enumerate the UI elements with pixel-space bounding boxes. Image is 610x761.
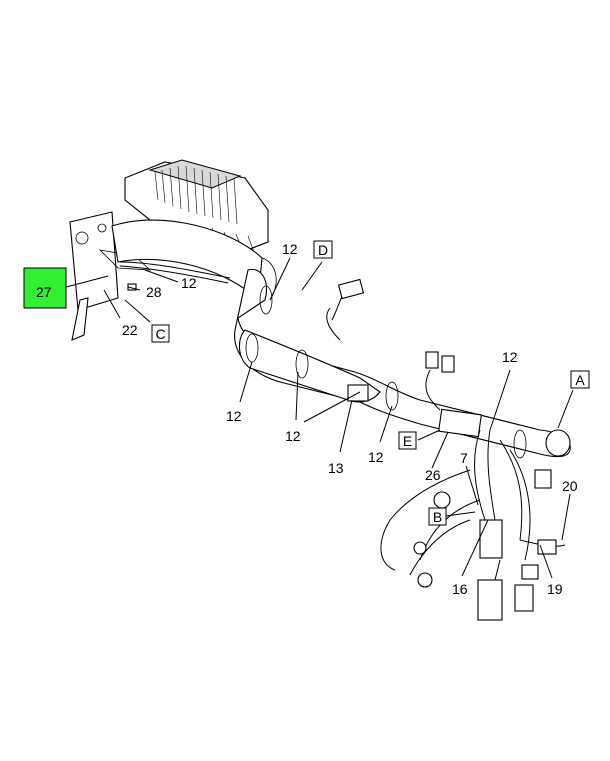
view-box-C-label: C xyxy=(155,326,165,342)
callout-12-f[interactable]: 12 xyxy=(502,349,518,365)
callout-13[interactable]: 13 xyxy=(328,460,344,476)
view-box-A[interactable]: A xyxy=(570,370,590,389)
callout-22[interactable]: 22 xyxy=(122,322,138,338)
callout-26[interactable]: 26 xyxy=(425,467,441,483)
fuse-relay-box xyxy=(124,159,269,255)
view-box-E[interactable]: E xyxy=(398,431,417,450)
callout-12-e[interactable]: 12 xyxy=(368,449,384,465)
callout-12-b[interactable]: 12 xyxy=(282,241,298,257)
connectors xyxy=(127,278,557,621)
callout-19[interactable]: 19 xyxy=(547,581,563,597)
view-box-E-label: E xyxy=(403,433,412,449)
callout-12-a[interactable]: 12 xyxy=(181,275,197,291)
view-box-D-label: D xyxy=(318,242,328,258)
view-box-D[interactable]: D xyxy=(313,240,333,259)
highlight-box xyxy=(23,267,67,309)
callout-27-label: 27 xyxy=(36,284,52,300)
lower-tube xyxy=(238,329,381,403)
leader-lines xyxy=(54,257,574,579)
mounting-bracket xyxy=(69,211,152,341)
view-box-C[interactable]: C xyxy=(151,324,170,343)
callout-labels: 28 22 12 12 12 12 12 12 13 26 7 16 20 19 xyxy=(122,241,578,597)
callout-12-d[interactable]: 12 xyxy=(285,428,301,444)
callout-7[interactable]: 7 xyxy=(460,450,468,466)
callout-16[interactable]: 16 xyxy=(452,581,468,597)
view-box-B[interactable]: B xyxy=(428,507,447,526)
callout-28[interactable]: 28 xyxy=(146,284,162,300)
callout-12-c[interactable]: 12 xyxy=(226,408,242,424)
view-box-B-label: B xyxy=(433,509,442,525)
callout-20[interactable]: 20 xyxy=(562,478,578,494)
callout-27-highlight[interactable]: 27 xyxy=(23,267,67,309)
view-box-A-label: A xyxy=(575,372,585,388)
